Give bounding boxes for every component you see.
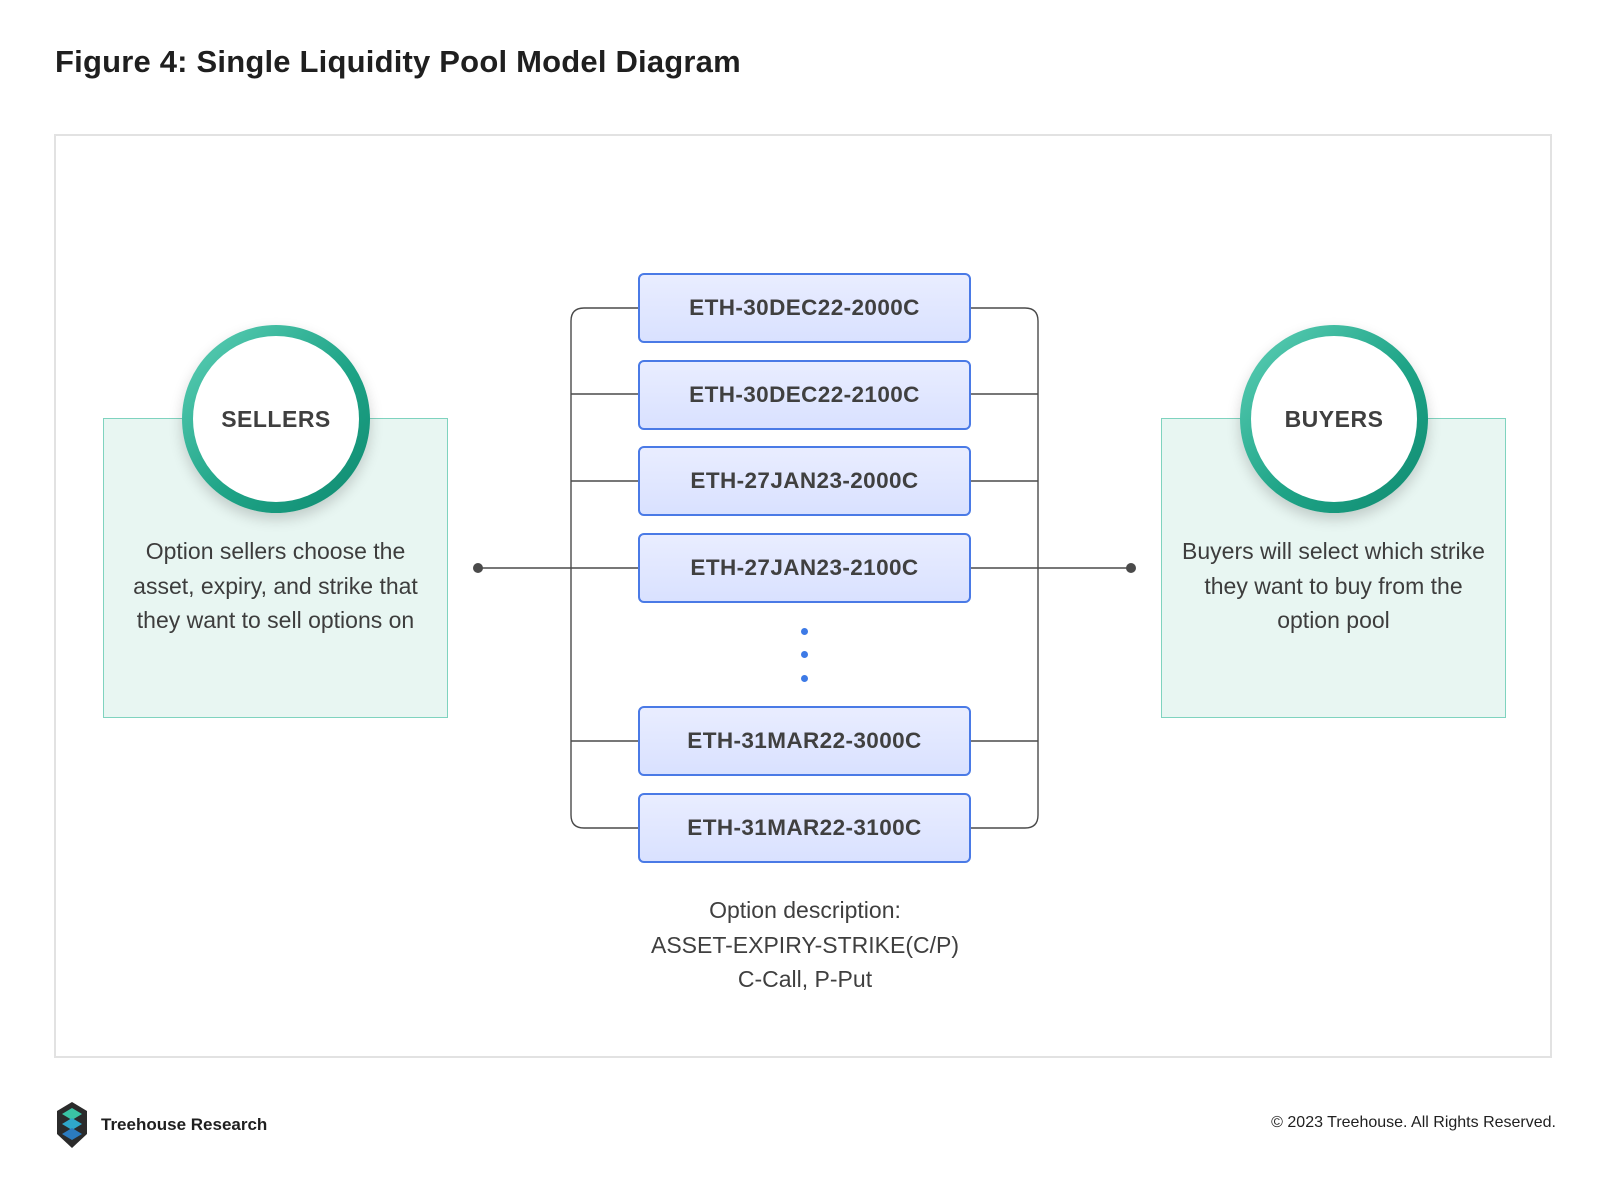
copyright-text: © 2023 Treehouse. All Rights Reserved. — [1271, 1114, 1556, 1131]
ellipsis-dot — [801, 628, 808, 635]
brand: Treehouse Research — [55, 1100, 267, 1150]
buyer-connector-dot — [1126, 563, 1136, 573]
ellipsis-dot — [801, 651, 808, 658]
page-title: Figure 4: Single Liquidity Pool Model Di… — [55, 44, 741, 79]
brand-name: Treehouse Research — [101, 1115, 268, 1134]
sellers-label: SELLERS — [193, 336, 359, 502]
note-line-3: C-Call, P-Put — [737, 966, 873, 992]
note-line-2: ASSET-EXPIRY-STRIKE(C/P) — [650, 931, 960, 958]
option-box: ETH-31MAR22-3100C — [638, 793, 971, 863]
option-box: ETH-30DEC22-2000C — [638, 273, 971, 343]
ellipsis-dot — [801, 675, 808, 682]
option-box: ETH-27JAN23-2100C — [638, 533, 971, 603]
option-box: ETH-31MAR22-3000C — [638, 706, 971, 776]
diagram-frame — [54, 134, 1552, 1058]
sellers-description: Option sellers choose the asset, expiry,… — [133, 538, 418, 633]
treehouse-logo-icon — [57, 1102, 87, 1148]
buyers-description: Buyers will select which strike they wan… — [1182, 538, 1485, 633]
buyers-label: BUYERS — [1251, 336, 1417, 502]
sellers-circle: SELLERS — [182, 325, 370, 513]
seller-connector-dot — [473, 563, 483, 573]
option-description-note: Option description: ASSET-EXPIRY-STRIKE(… — [600, 893, 1010, 997]
option-box: ETH-30DEC22-2100C — [638, 360, 971, 430]
option-box: ETH-27JAN23-2000C — [638, 446, 971, 516]
buyers-circle: BUYERS — [1240, 325, 1428, 513]
note-line-1: Option description: — [709, 897, 901, 923]
